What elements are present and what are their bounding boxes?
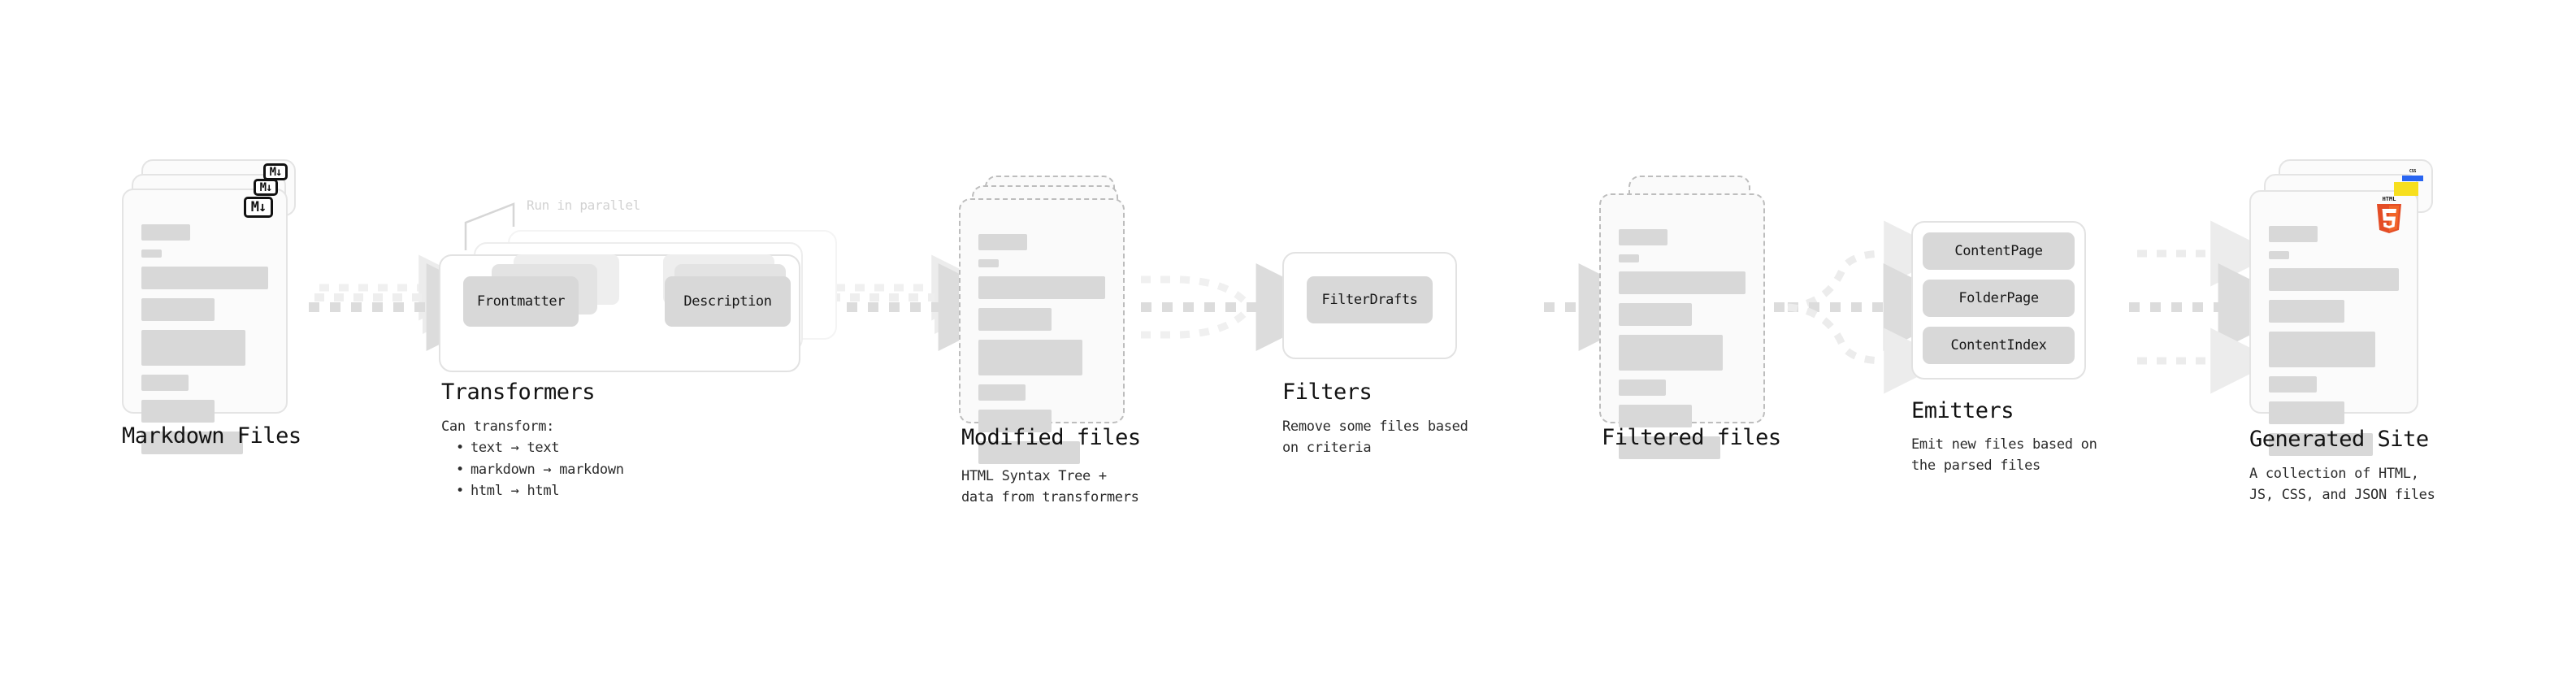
skeleton-bar (2269, 268, 2399, 291)
filters-line: Remove some files based (1282, 419, 1468, 435)
transformer-chip-frontmatter[interactable]: Frontmatter (463, 276, 579, 327)
transformers-bullet: text → text (456, 437, 624, 458)
run-in-parallel-label: Run in parallel (527, 197, 640, 213)
skeleton-bar (141, 224, 190, 241)
skeleton-bar (2269, 251, 2289, 259)
skeleton-bar (978, 441, 1080, 464)
skeleton-bar (978, 234, 1027, 250)
generated-site-line: JS, CSS, and JSON files (2249, 487, 2435, 504)
markdown-card-front (122, 189, 288, 454)
modified-card-stack (959, 176, 1146, 464)
skeleton-bar (141, 267, 268, 289)
markdown-card-skeleton (124, 190, 286, 454)
modified-files-line: HTML Syntax Tree + (961, 468, 1107, 484)
modified-files-line: data from transformers (961, 489, 1139, 506)
markdown-icon-back: M↓ (263, 163, 288, 180)
stage-modified-files (959, 176, 1146, 464)
emitter-chip-contentindex[interactable]: ContentIndex (1923, 327, 2075, 364)
generated-site-line: A collection of HTML, (2249, 466, 2419, 482)
filtered-card-front (1599, 193, 1765, 459)
emitter-chip-folderpage[interactable]: FolderPage (1923, 280, 2075, 317)
modified-files-description: HTML Syntax Tree + data from transformer… (961, 466, 1139, 509)
emitters-line: Emit new files based on (1911, 436, 2097, 453)
skeleton-bar (1619, 303, 1693, 326)
skeleton-bar (141, 330, 245, 366)
skeleton-bar (141, 375, 189, 391)
stage-title-emitters: Emitters (1911, 398, 2014, 423)
skeleton-bar (2269, 401, 2344, 424)
generated-card-skeleton (2251, 192, 2417, 456)
arrow-markdown-to-transformers (309, 254, 514, 351)
skeleton-bar (1619, 380, 1666, 396)
skeleton-bar (141, 298, 215, 321)
stage-title-generated-site: Generated Site (2249, 427, 2429, 452)
skeleton-bar (2269, 376, 2318, 393)
skeleton-bar (978, 384, 1026, 401)
transformers-bullet: html → html (456, 480, 624, 501)
html5-icon: HTML (2373, 193, 2405, 237)
skeleton-bar (2269, 433, 2373, 456)
stage-title-filtered-files: Filtered files (1602, 425, 1781, 450)
transformer-chip-description[interactable]: Description (665, 276, 791, 327)
skeleton-bar (978, 340, 1082, 375)
transformers-lead: Can transform: (441, 419, 555, 435)
skeleton-bar (978, 410, 1052, 432)
skeleton-bar (978, 276, 1105, 299)
emitters-description: Emit new files based on the parsed files (1911, 434, 2097, 477)
stage-generated-site: HTML (2249, 159, 2444, 456)
emitters-line: the parsed files (1911, 458, 2040, 475)
markdown-icon: M↓ (244, 197, 273, 218)
generated-card-stack: HTML (2249, 159, 2444, 456)
skeleton-bar (1619, 436, 1720, 459)
skeleton-bar (1619, 271, 1746, 294)
markdown-icon-middle: M↓ (254, 179, 278, 196)
emitter-chip-contentpage[interactable]: ContentPage (1923, 232, 2075, 270)
filters-description: Remove some files based on criteria (1282, 416, 1468, 459)
filtered-card-skeleton (1601, 195, 1763, 459)
css3-icon (2402, 169, 2423, 181)
modified-card-front (959, 198, 1125, 464)
stage-title-filters: Filters (1282, 380, 1373, 405)
stage-title-markdown-files: Markdown Files (122, 423, 301, 449)
stage-markdown-files: M↓ M↓ M↓ (122, 159, 309, 454)
skeleton-bar (2269, 300, 2344, 323)
skeleton-bar (2269, 332, 2376, 367)
transformers-bullet: markdown → markdown (456, 459, 624, 480)
skeleton-bar (1619, 229, 1667, 245)
svg-text:HTML: HTML (2383, 196, 2396, 202)
filters-line: on criteria (1282, 440, 1372, 457)
skeleton-bar (2269, 226, 2318, 242)
transformers-bullet-list: text → text markdown → markdown html → h… (441, 437, 624, 501)
modified-card-skeleton (961, 200, 1123, 464)
arrow-modified-to-filters (1141, 263, 1344, 351)
markdown-card-stack: M↓ M↓ M↓ (122, 159, 309, 454)
stage-title-modified-files: Modified files (961, 425, 1141, 450)
filtered-card-stack (1599, 176, 1786, 459)
arrow-emitters-to-generated (2129, 220, 2306, 394)
skeleton-bar (141, 249, 162, 258)
stage-filtered-files (1599, 176, 1786, 459)
filter-chip-filterdrafts[interactable]: FilterDrafts (1307, 276, 1433, 323)
javascript-icon (2394, 182, 2418, 196)
generated-site-description: A collection of HTML, JS, CSS, and JSON … (2249, 463, 2435, 506)
arrow-transformers-to-modified (826, 254, 1026, 351)
skeleton-bar (141, 400, 215, 423)
skeleton-bar (978, 259, 999, 267)
stage-title-transformers: Transformers (441, 380, 596, 405)
skeleton-bar (1619, 254, 1639, 262)
skeleton-bar (1619, 335, 1723, 371)
skeleton-bar (978, 308, 1052, 331)
skeleton-bar (141, 432, 243, 454)
transformers-description: Can transform: text → text markdown → ma… (441, 416, 624, 501)
skeleton-bar (1619, 405, 1693, 427)
